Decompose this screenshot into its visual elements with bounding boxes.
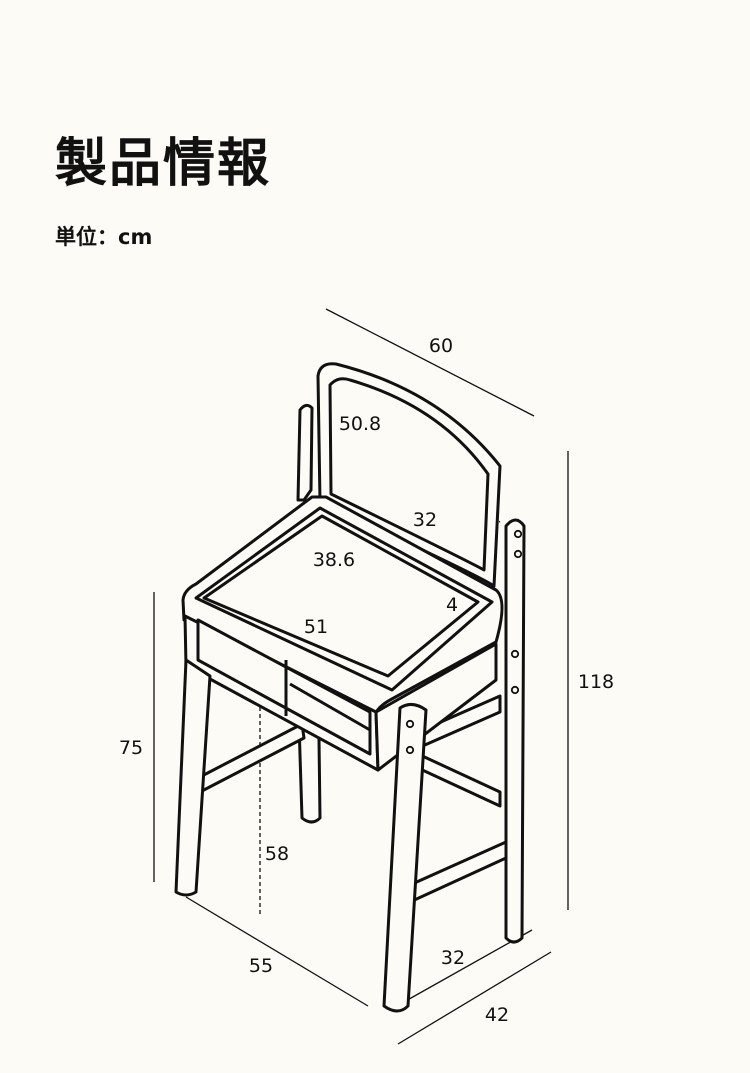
- front-left-leg: [174, 658, 212, 897]
- unit-label: 単位：cm: [55, 225, 153, 249]
- screw-holes: [405, 529, 523, 755]
- page-title: 製品情報: [55, 134, 272, 194]
- back-right-leg: [504, 518, 526, 944]
- dim-knee-clearance: 58: [265, 843, 289, 865]
- dim-base-width: 55: [249, 955, 273, 977]
- desk-apron: [183, 614, 498, 772]
- dim-desk-width: 51: [304, 616, 328, 638]
- dim-inner-depth: 32: [441, 947, 465, 969]
- dim-desk-height: 75: [119, 737, 143, 759]
- front-right-leg: [382, 703, 428, 1013]
- dim-mirror-width: 50.8: [339, 413, 381, 435]
- dim-overall-width: 60: [429, 335, 453, 357]
- dim-mirror-height: 32: [413, 509, 437, 531]
- dim-back-rail-height: 4: [446, 594, 458, 616]
- desk-top: [181, 495, 504, 718]
- dim-total-height: 118: [578, 671, 614, 693]
- dim-desk-depth: 38.6: [313, 549, 355, 571]
- dim-base-depth: 42: [485, 1004, 509, 1026]
